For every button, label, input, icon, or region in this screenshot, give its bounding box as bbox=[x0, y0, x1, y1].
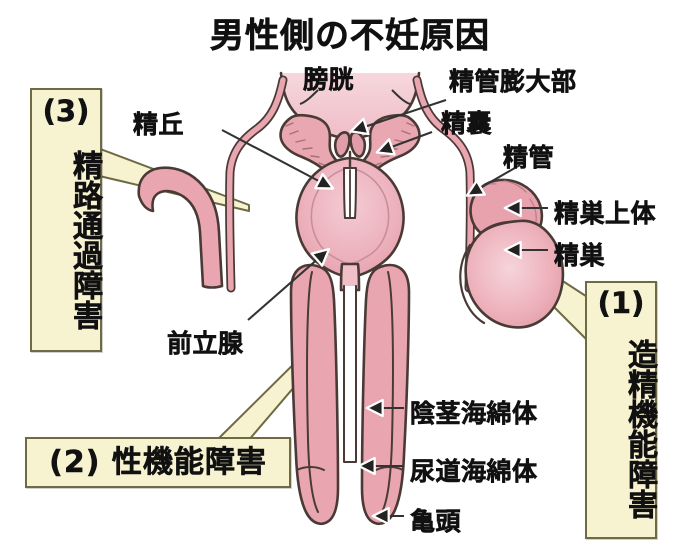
callout-box-1[interactable]: (1) 造精機能障害 bbox=[585, 281, 657, 539]
label-seikyu: 精丘 bbox=[133, 110, 185, 140]
label-seikan-boudai: 精管膨大部 bbox=[449, 67, 577, 97]
leader-lines bbox=[221, 89, 548, 526]
callout-1-text: 造精機能障害 bbox=[622, 339, 658, 520]
label-seisou-joutai: 精巣上体 bbox=[554, 199, 657, 229]
callout-box-2[interactable]: (2) 性機能障害 bbox=[25, 437, 291, 488]
callout-2-text: (2) 性機能障害 bbox=[49, 444, 267, 480]
callout-1-number: (1) bbox=[597, 286, 645, 321]
label-inkei-kaimen: 陰茎海綿体 bbox=[410, 399, 538, 429]
label-nyoudou-kaimen: 尿道海綿体 bbox=[410, 457, 538, 487]
label-seinou: 精囊 bbox=[441, 109, 493, 139]
label-kitou: 亀頭 bbox=[410, 507, 462, 537]
page-title: 男性側の不妊原因 bbox=[210, 16, 490, 57]
label-seikan: 精管 bbox=[503, 143, 555, 173]
callout-3-number: (3) bbox=[42, 94, 90, 129]
label-zenritsusen: 前立腺 bbox=[167, 329, 244, 359]
callout-3-text: 精路通過障害 bbox=[67, 150, 103, 331]
label-boukou: 膀胱 bbox=[303, 65, 355, 95]
callout-box-3[interactable]: (3) 精路通過障害 bbox=[30, 88, 102, 352]
label-seisou: 精巣 bbox=[554, 241, 606, 271]
